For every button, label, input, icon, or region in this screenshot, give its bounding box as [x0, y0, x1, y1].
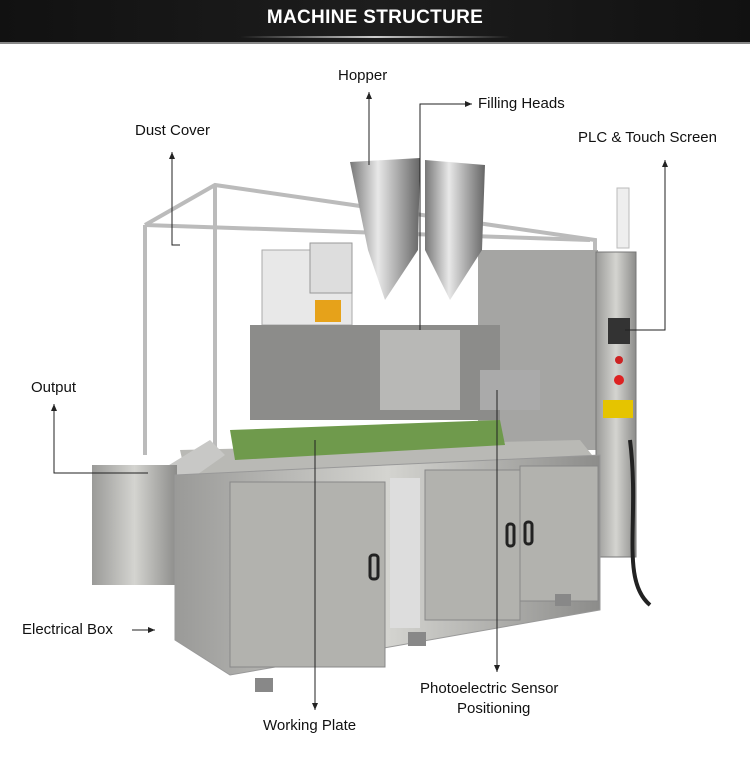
label-photoelectric-sensor: Photoelectric Sensor — [420, 680, 559, 697]
label-positioning: Positioning — [457, 700, 531, 717]
label-working-plate: Working Plate — [263, 717, 357, 734]
label-output: Output — [31, 379, 77, 396]
plc-arrow — [625, 160, 668, 331]
label-electrical-box: Electrical Box — [22, 621, 113, 638]
leader-lines — [51, 92, 668, 710]
electrical-box — [92, 465, 177, 585]
dust-cover-arrow — [169, 152, 180, 246]
filling-heads-arrow — [419, 101, 472, 330]
banner-underline — [240, 36, 510, 38]
label-dust-cover: Dust Cover — [135, 122, 211, 139]
label-plc-touch-screen: PLC & Touch Screen — [578, 129, 717, 146]
header-banner: MACHINE STRUCTURE — [0, 0, 750, 44]
touch-screen — [608, 318, 630, 344]
label-filling-heads: Filling Heads — [478, 95, 565, 112]
banner-title: MACHINE STRUCTURE — [266, 7, 484, 28]
hopper — [350, 158, 420, 300]
label-hopper: Hopper — [338, 67, 388, 84]
output-arrow — [51, 404, 148, 474]
